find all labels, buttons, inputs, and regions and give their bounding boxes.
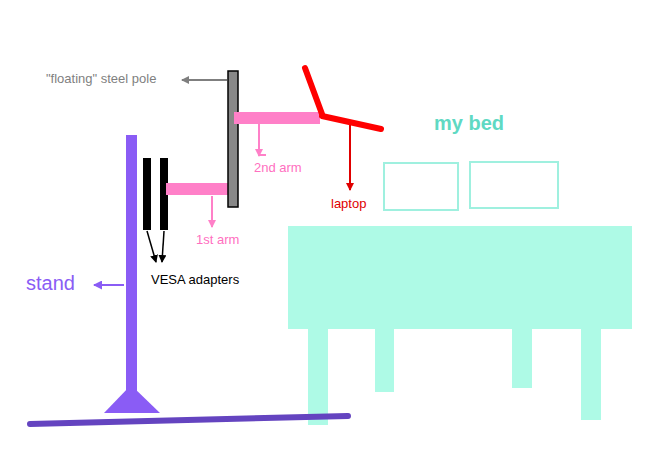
part-label: stand xyxy=(26,272,75,295)
pillow xyxy=(384,163,458,210)
pillow xyxy=(470,162,558,208)
part-label: my bed xyxy=(434,112,504,135)
steel-pole xyxy=(228,71,238,207)
part-label: laptop xyxy=(331,197,366,212)
second-arm xyxy=(234,112,320,124)
part-label: 1st arm xyxy=(196,233,239,248)
leader-line xyxy=(349,125,351,190)
leader-line xyxy=(162,231,164,262)
floor-line xyxy=(30,416,348,424)
part-label: "floating" steel pole xyxy=(46,72,156,87)
leader-line xyxy=(211,196,213,227)
leader-line xyxy=(259,124,266,155)
leader-line xyxy=(94,284,124,286)
first-arm xyxy=(166,183,237,195)
bed xyxy=(288,162,632,425)
leader-line xyxy=(182,79,227,81)
leader-line xyxy=(147,231,156,262)
part-label: 2nd arm xyxy=(254,161,302,176)
leader-line xyxy=(258,125,260,156)
laptop xyxy=(305,68,381,129)
vesa-adapter xyxy=(143,158,151,230)
part-label: VESA adapters xyxy=(151,273,239,288)
